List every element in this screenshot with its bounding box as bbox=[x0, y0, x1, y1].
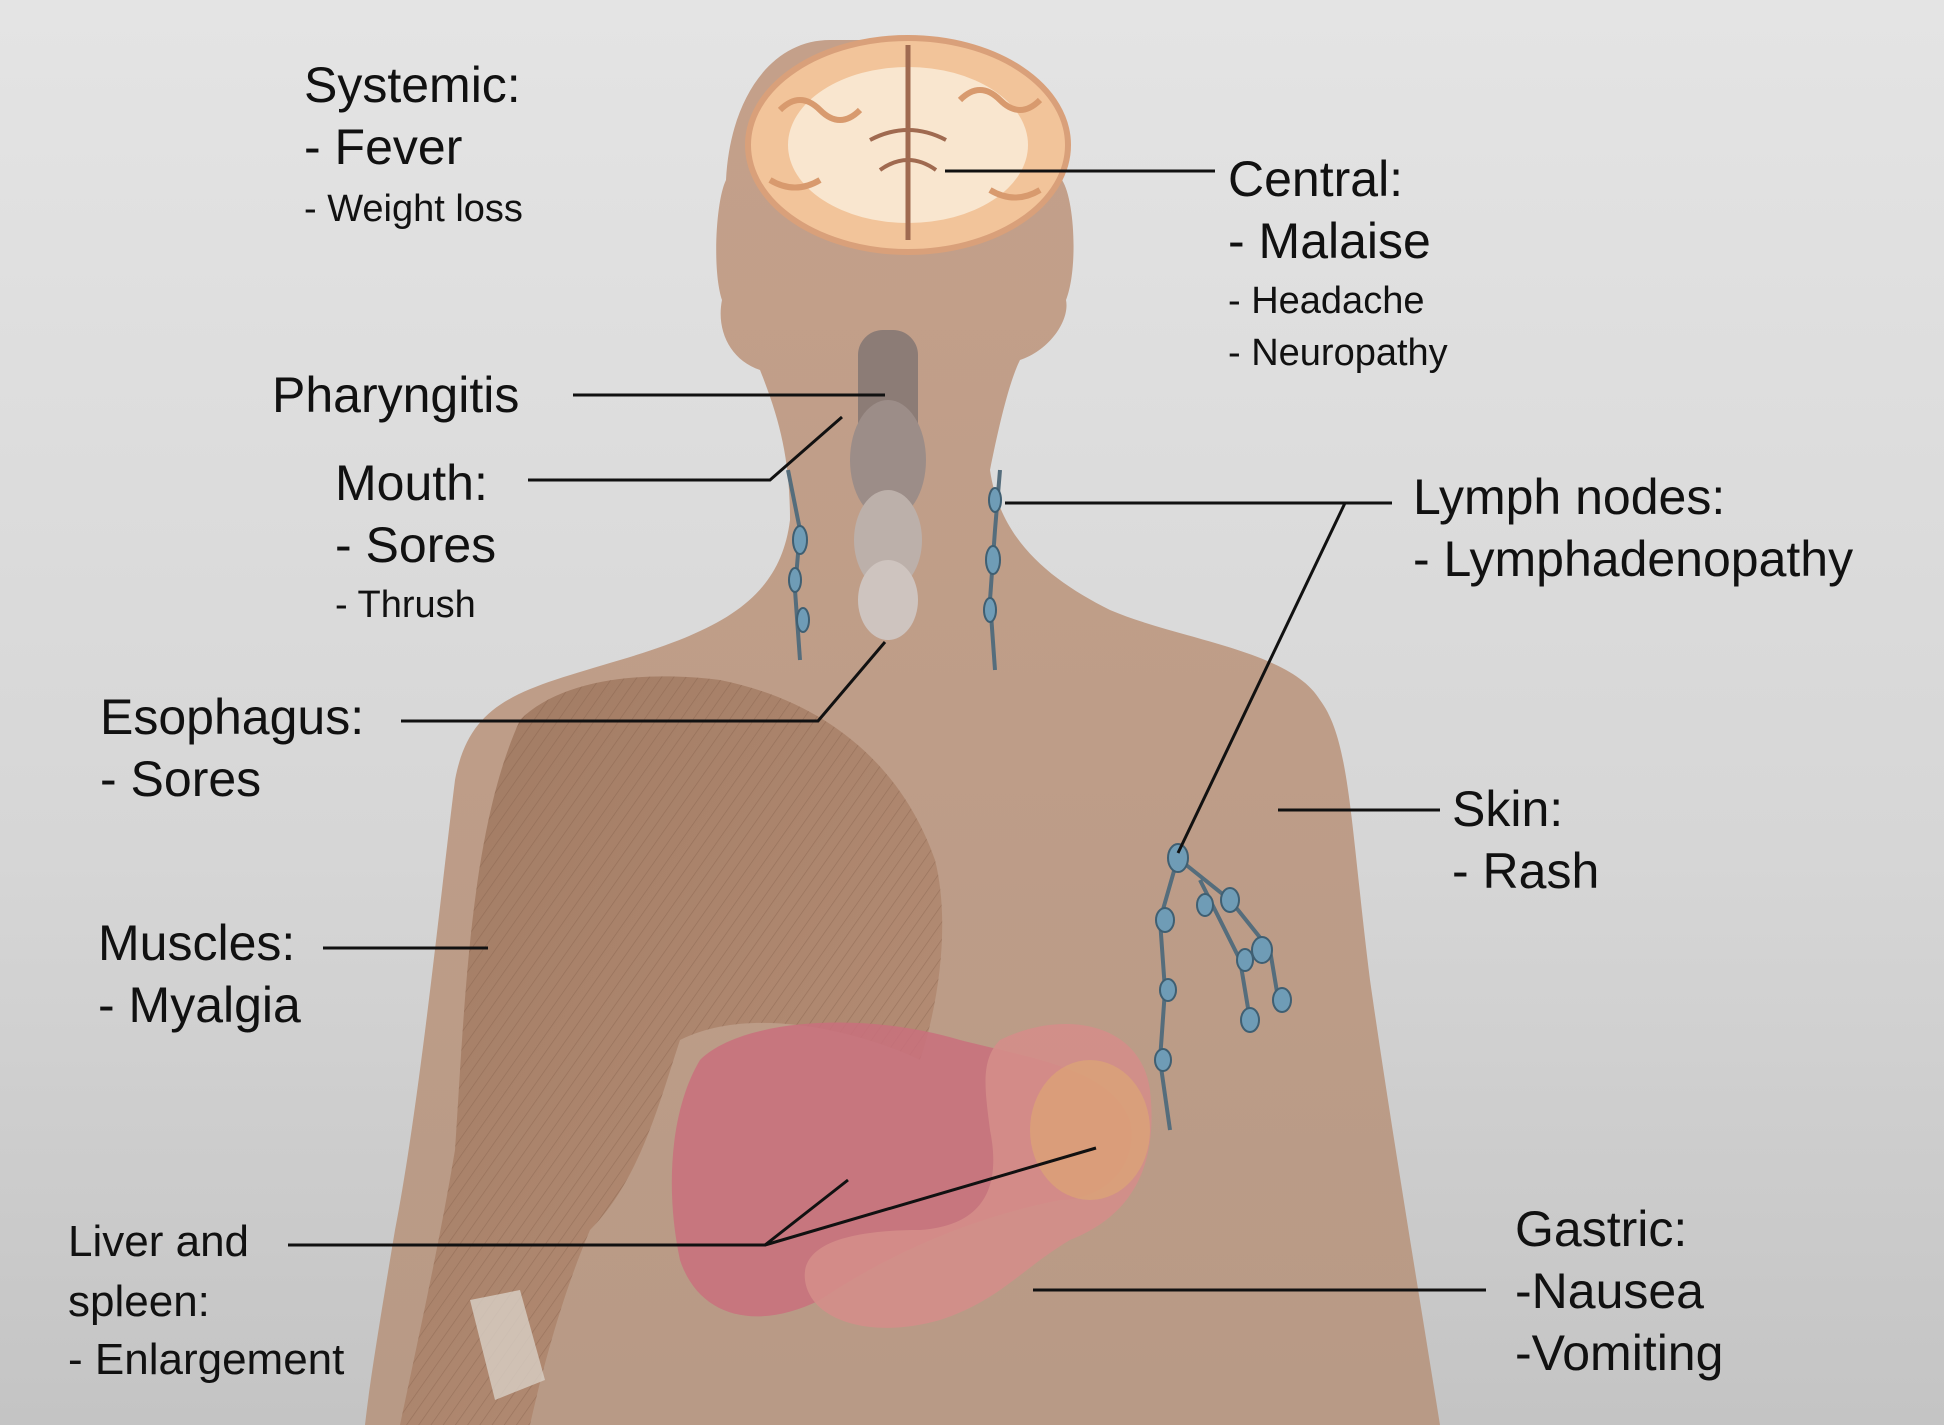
brain bbox=[748, 38, 1068, 252]
lymph-nodes-item-lymphadenopathy: - Lymphadenopathy bbox=[1413, 534, 1853, 584]
throat bbox=[850, 330, 926, 640]
systemic-label: Systemic: - Fever - Weight loss bbox=[304, 60, 523, 228]
skin-item-rash: - Rash bbox=[1452, 846, 1599, 896]
central-label: Central: - Malaise - Headache - Neuropat… bbox=[1228, 154, 1448, 372]
esophagus-label: Esophagus: - Sores bbox=[100, 692, 364, 804]
gastric-label: Gastric: -Nausea -Vomiting bbox=[1515, 1204, 1723, 1378]
skin-title: Skin: bbox=[1452, 784, 1599, 834]
systemic-item-weight-loss: - Weight loss bbox=[304, 190, 523, 228]
esophagus-title: Esophagus: bbox=[100, 692, 364, 742]
pharyngitis-label: Pharyngitis bbox=[272, 370, 519, 420]
muscles-label: Muscles: - Myalgia bbox=[98, 918, 301, 1030]
muscles-item-myalgia: - Myalgia bbox=[98, 980, 301, 1030]
central-title: Central: bbox=[1228, 154, 1448, 204]
central-item-headache: - Headache bbox=[1228, 282, 1448, 320]
liver-spleen-label: Liver and spleen: - Enlargement bbox=[68, 1220, 344, 1382]
lymph-nodes-label: Lymph nodes: - Lymphadenopathy bbox=[1413, 472, 1853, 584]
systemic-title: Systemic: bbox=[304, 60, 523, 110]
mouth-item-sores: - Sores bbox=[335, 520, 496, 570]
liver-spleen-line-3: - Enlargement bbox=[68, 1338, 344, 1382]
mouth-label: Mouth: - Sores - Thrush bbox=[335, 458, 496, 624]
liver-spleen-line-2: spleen: bbox=[68, 1280, 344, 1324]
gastric-title: Gastric: bbox=[1515, 1204, 1723, 1254]
central-item-neuropathy: - Neuropathy bbox=[1228, 334, 1448, 372]
muscles-title: Muscles: bbox=[98, 918, 301, 968]
esophagus-item-sores: - Sores bbox=[100, 754, 364, 804]
mouth-item-thrush: - Thrush bbox=[335, 586, 496, 624]
pharyngitis-title: Pharyngitis bbox=[272, 370, 519, 420]
lymph-nodes-title: Lymph nodes: bbox=[1413, 472, 1853, 522]
skin-label: Skin: - Rash bbox=[1452, 784, 1599, 896]
gastric-item-vomiting: -Vomiting bbox=[1515, 1328, 1723, 1378]
liver-spleen-line-1: Liver and bbox=[68, 1220, 344, 1264]
central-item-malaise: - Malaise bbox=[1228, 216, 1448, 266]
gastric-item-nausea: -Nausea bbox=[1515, 1266, 1723, 1316]
spleen bbox=[1030, 1060, 1150, 1200]
mouth-title: Mouth: bbox=[335, 458, 496, 508]
systemic-item-fever: - Fever bbox=[304, 122, 523, 172]
